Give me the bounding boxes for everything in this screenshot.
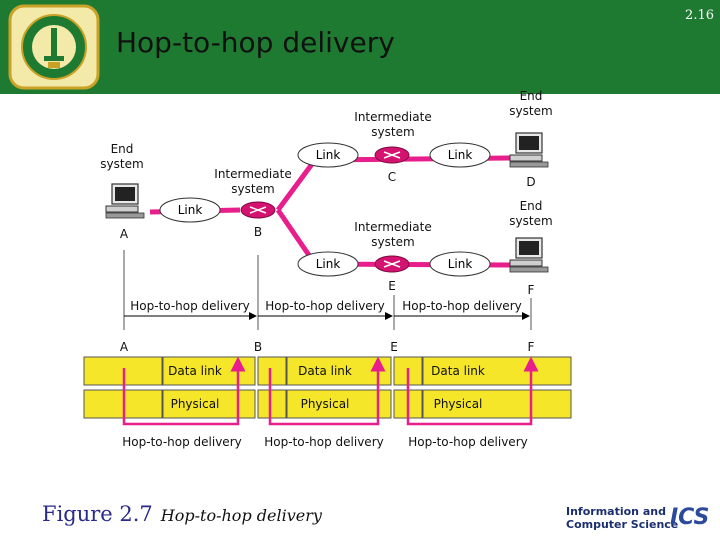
- link-oval-be: Link: [297, 251, 359, 277]
- link-ovals: Link Link Link Link Link: [159, 142, 491, 277]
- ics-logo-mark: ICS: [670, 505, 710, 530]
- hop-label-top-2: Hop-to-hop delivery: [265, 299, 384, 313]
- svg-text:Link: Link: [316, 257, 341, 271]
- svg-text:Link: Link: [448, 257, 473, 271]
- layer-letter-b: B: [254, 340, 262, 354]
- ics-logo-line2: Computer Science: [566, 518, 679, 531]
- router-e-icon: [374, 255, 410, 273]
- computer-f-icon: [509, 237, 549, 273]
- hop-label-bottom-1: Hop-to-hop delivery: [122, 435, 241, 449]
- data-link-label-3: Data link: [431, 364, 485, 378]
- node-c-letter: C: [388, 170, 396, 184]
- ics-logo-line1: Information and: [566, 505, 666, 518]
- svg-text:Link: Link: [178, 203, 203, 217]
- hop-label-bottom-3: Hop-to-hop delivery: [408, 435, 527, 449]
- hop-label-top-1: Hop-to-hop delivery: [130, 299, 249, 313]
- hop-flow-paths: [122, 356, 539, 426]
- layer-letter-a: A: [120, 340, 129, 354]
- boundary-lines: [123, 250, 532, 330]
- data-link-label-2: Data link: [298, 364, 352, 378]
- figure-number: Figure 2.7: [42, 502, 153, 526]
- layer-letter-e: E: [390, 340, 398, 354]
- ics-logo: Information and Computer Science ICS: [566, 505, 709, 531]
- physical-row: [83, 389, 572, 419]
- computer-d-icon: [509, 132, 549, 168]
- node-a-letter: A: [120, 227, 129, 241]
- link-oval-ef: Link: [429, 251, 491, 277]
- physical-label-2: Physical: [301, 397, 350, 411]
- node-b-letter: B: [254, 225, 262, 239]
- figure-caption-text: Hop-to-hop delivery: [160, 506, 322, 525]
- figure-caption: Figure 2.7 Hop-to-hop delivery: [42, 502, 322, 526]
- link-oval-bc: Link: [297, 142, 359, 168]
- node-e-letter: E: [388, 279, 396, 293]
- computer-a-icon: [105, 183, 145, 219]
- physical-label-3: Physical: [434, 397, 483, 411]
- university-logo: [8, 4, 100, 90]
- hop-label-bottom-2: Hop-to-hop delivery: [264, 435, 383, 449]
- svg-text:Link: Link: [316, 148, 341, 162]
- node-f-letter: F: [528, 283, 535, 297]
- link-oval-ab: Link: [159, 197, 221, 223]
- svg-text:Link: Link: [448, 148, 473, 162]
- router-c-icon: [374, 146, 410, 164]
- layer-letter-f: F: [528, 340, 535, 354]
- router-b-icon: [240, 201, 276, 219]
- slide-number: 2.16: [685, 8, 714, 23]
- slide-title: Hop-to-hop delivery: [116, 26, 395, 59]
- hop-label-top-3: Hop-to-hop delivery: [402, 299, 521, 313]
- link-oval-cd: Link: [429, 142, 491, 168]
- header-bar: [0, 0, 720, 94]
- physical-label-1: Physical: [171, 397, 220, 411]
- data-link-label-1: Data link: [168, 364, 222, 378]
- node-d-letter: D: [526, 175, 535, 189]
